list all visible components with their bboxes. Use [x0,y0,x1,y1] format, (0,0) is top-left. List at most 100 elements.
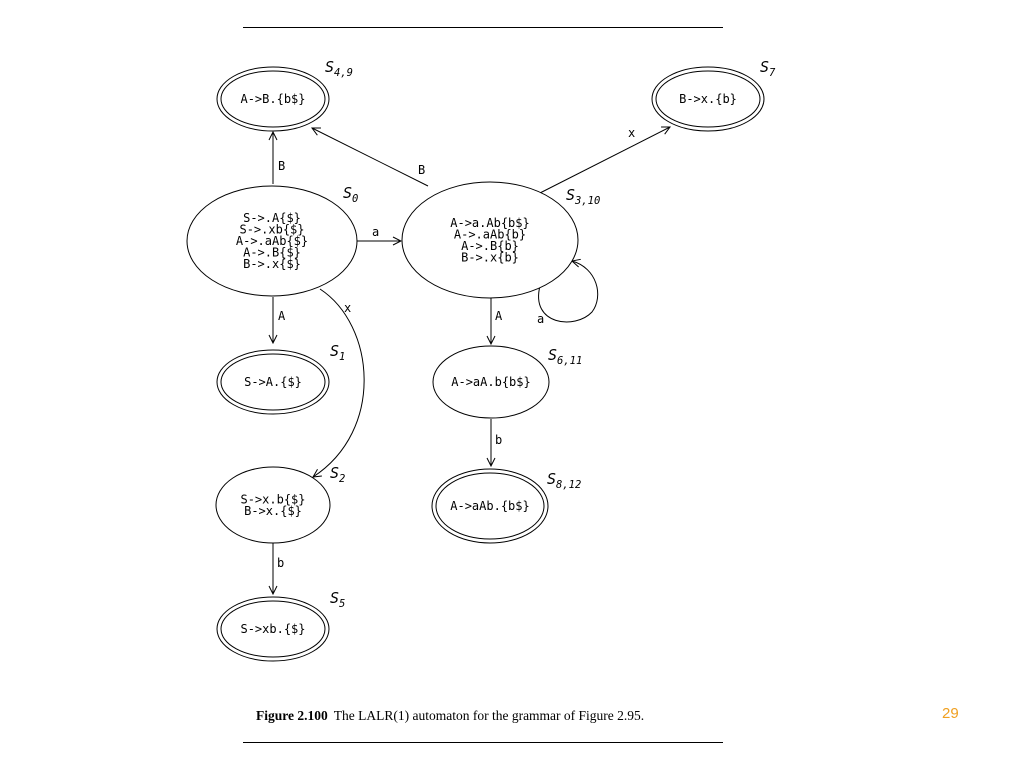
state-ellipse [432,345,550,419]
state-s49: A->B.{b$} S4,9 [216,58,353,132]
state-label-subscript: 2 [339,473,345,485]
state-label-subscript: 5 [339,598,345,610]
transition-arrow [538,261,599,323]
transition-s310-to-s49: B [312,128,429,187]
transition-s310-to-s310: a [537,261,599,326]
state-label: S1 [330,342,345,363]
state-label-name: S [330,464,339,482]
page-number: 29 [942,705,959,722]
state-ellipse [216,596,330,662]
state-ellipse [651,66,765,132]
transition-label: B [278,159,285,173]
figure-label: Figure 2.100 [256,708,328,723]
state-label-name: S [547,470,556,488]
state-ellipse [401,181,579,299]
state-label-subscript: 0 [352,193,358,205]
state-item: B->.x{$} [243,257,301,271]
transition-s0-to-s2: x [313,288,365,477]
state-item: S->x.b{$} [240,492,305,506]
state-s611: A->aA.b{b$} S6,11 [432,345,582,419]
transition-label: a [372,225,379,239]
state-item: A->.aAb{b} [454,227,526,241]
state-item: S->.xb{$} [239,223,304,237]
state-item: A->.aAb{$} [236,234,308,248]
transition-label: x [628,126,635,140]
state-item: A->B.{b$} [240,92,305,106]
state-label: S5 [330,589,345,610]
state-item: A->.B{$} [243,246,301,260]
transition-s0-to-s49: B [273,132,285,184]
state-label-subscript: 1 [339,351,345,363]
state-ellipse [186,185,358,297]
transition-label: a [537,312,544,326]
state-nodes: A->B.{b$}S4,9B->x.{b}S7S->.A{$}S->.xb{$}… [186,58,776,662]
state-label: S4,9 [325,58,353,79]
state-item: S->A.{$} [244,375,302,389]
state-item: B->x.{b} [679,92,737,106]
state-label-subscript: 8,12 [556,479,581,491]
transition-s0-to-s310: a [357,225,401,241]
state-label-name: S [566,186,575,204]
state-label: S3,10 [566,186,600,207]
state-item: S->.A{$} [243,211,301,225]
accepting-ring [220,600,326,658]
state-ellipse [216,349,330,415]
transition-label: b [495,433,502,447]
transition-s310-to-s611: A [491,298,503,344]
accepting-ring [435,472,545,540]
state-label-name: S [760,58,769,76]
accepting-ring [220,70,326,128]
state-s7: B->x.{b} S7 [651,58,776,132]
state-item: A->a.Ab{b$} [450,216,529,230]
state-s5: S->xb.{$} S5 [216,589,345,662]
state-s0: S->.A{$}S->.xb{$}A->.aAb{$}A->.B{$}B->.x… [186,184,358,297]
state-ellipse [215,466,331,544]
state-item: A->aAb.{b$} [450,499,529,513]
transition-arrow [537,127,670,195]
state-item: B->x.{$} [244,504,302,518]
state-item: B->.x{b} [461,250,519,264]
state-ellipse [431,468,549,544]
state-label: S2 [330,464,345,485]
transition-label: B [418,163,425,177]
state-label-subscript: 6,11 [557,355,582,367]
top-rule [243,27,723,28]
state-label-name: S [330,589,339,607]
state-label: S0 [343,184,358,205]
transition-arrow [312,128,429,187]
state-label-subscript: 4,9 [334,67,353,79]
state-label: S8,12 [547,470,581,491]
accepting-ring [220,353,326,411]
accepting-ring [655,70,761,128]
state-label-name: S [548,346,557,364]
state-label-name: S [330,342,339,360]
transition-arrow [313,288,365,477]
state-s310: A->a.Ab{b$}A->.aAb{b}A->.B{b}B->.x{b} S3,… [401,181,600,299]
state-label-subscript: 3,10 [574,195,600,207]
state-label-name: S [343,184,352,202]
bottom-rule [243,742,723,743]
transition-label: x [344,301,351,315]
state-s2: S->x.b{$}B->x.{$} S2 [215,464,345,544]
transition-s2-to-s5: b [273,543,284,594]
transition-label: A [278,309,286,323]
state-label-name: S [325,58,334,76]
state-s812: A->aAb.{b$} S8,12 [431,468,581,544]
state-item: S->xb.{$} [240,622,305,636]
caption-text: The LALR(1) automaton for the grammar of… [333,708,645,723]
state-s1: S->A.{$} S1 [216,342,345,415]
transition-s310-to-s7: x [537,126,670,195]
transition-label: A [495,309,503,323]
state-item: A->aA.b{b$} [451,375,530,389]
state-label: S6,11 [548,346,582,367]
figure-caption: Figure 2.100 The LALR(1) automaton for th… [256,708,644,724]
transition-s0-to-s1: A [273,297,286,343]
state-item: A->.B{b} [461,239,519,253]
transition-label: b [277,556,284,570]
transition-s611-to-s812: b [491,419,502,466]
state-label-subscript: 7 [769,67,776,79]
state-label: S7 [760,58,776,79]
state-ellipse [216,66,330,132]
